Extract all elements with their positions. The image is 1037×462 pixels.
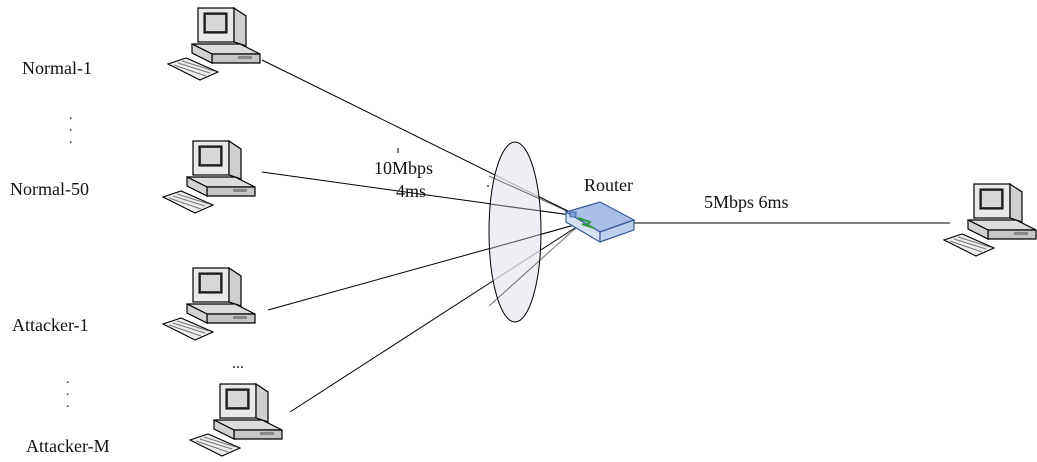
label-access-delay: 4ms bbox=[396, 181, 427, 201]
label-normal-50: Normal-50 bbox=[10, 179, 89, 199]
computer-attacker-1-icon bbox=[162, 267, 256, 341]
link-group-ellipse bbox=[488, 141, 542, 323]
label-router: Router bbox=[584, 175, 633, 195]
horizontal-ellipsis: ... bbox=[232, 355, 244, 372]
label-access-bandwidth: 10Mbps bbox=[374, 158, 434, 178]
label-attacker-m: Attacker-M bbox=[26, 436, 110, 456]
vertical-ellipsis-normal: ... bbox=[69, 108, 73, 147]
computer-attacker-m-icon bbox=[189, 383, 283, 457]
label-normal-1: Normal-1 bbox=[22, 58, 92, 78]
computer-normal-50-icon bbox=[162, 140, 256, 214]
label-attacker-1: Attacker-1 bbox=[12, 315, 89, 335]
vertical-ellipsis-attacker: ... bbox=[66, 372, 70, 411]
label-bottleneck-link: 5Mbps 6ms bbox=[704, 192, 789, 212]
computer-normal-1-icon bbox=[167, 7, 261, 81]
router-icon bbox=[564, 201, 636, 244]
computer-server-icon bbox=[943, 183, 1037, 257]
